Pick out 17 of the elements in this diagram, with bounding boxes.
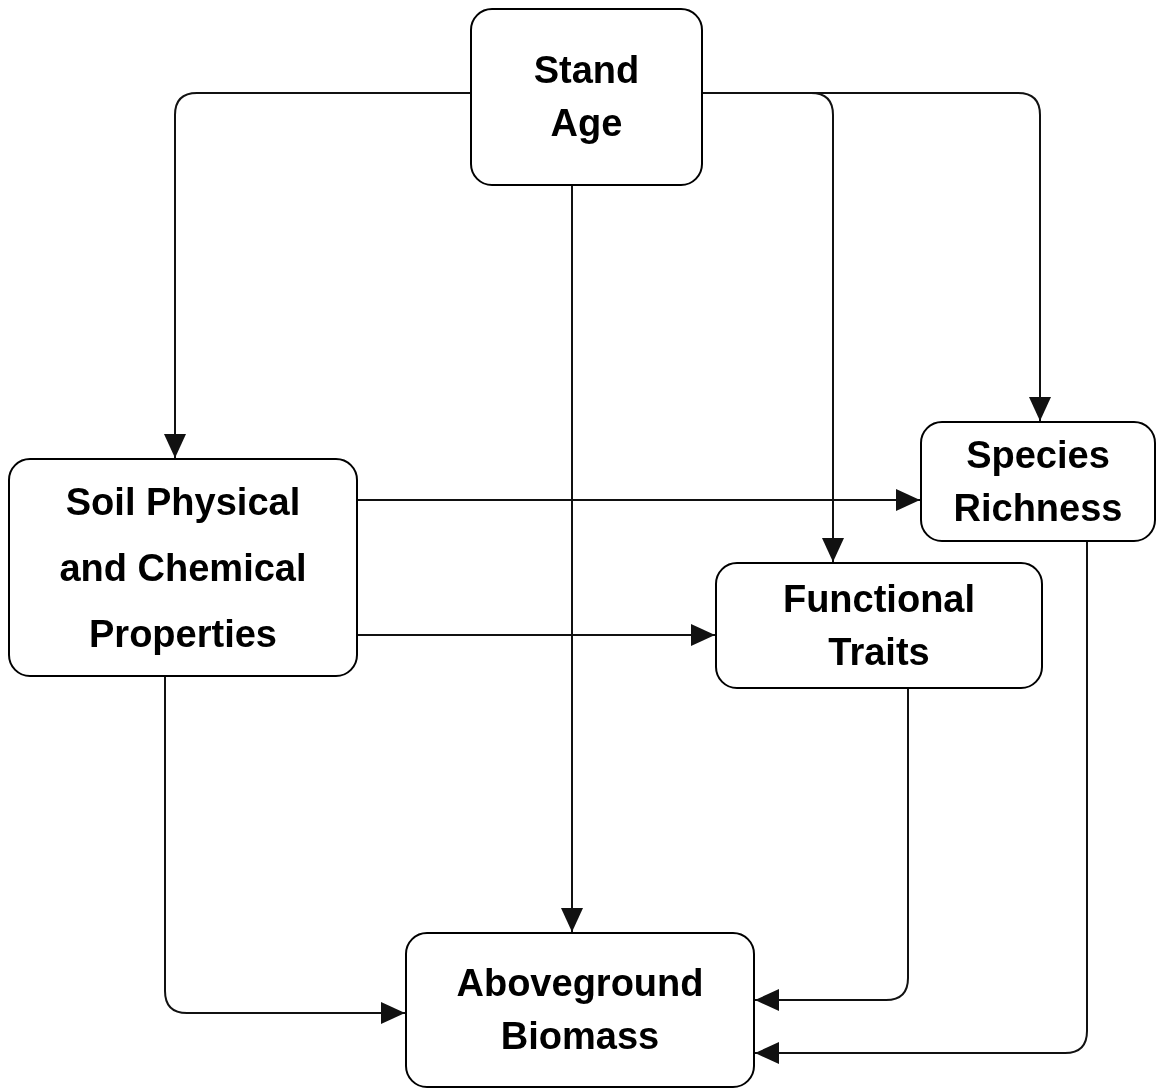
rounded-box [405, 932, 755, 1088]
rounded-box [920, 421, 1156, 542]
arrow [357, 624, 716, 646]
node-label: Stand Age [532, 48, 641, 146]
node-label: Soil Physical and Chemical Properties [58, 479, 308, 657]
rounded-box [715, 562, 1043, 689]
arrow [561, 185, 583, 933]
rounded-box [470, 8, 703, 186]
arrow [754, 688, 909, 1011]
arrow [164, 676, 406, 1024]
rounded-box [8, 458, 358, 677]
arrow [754, 541, 1088, 1064]
arrow [357, 489, 921, 511]
node-label: Aboveground Biomass [455, 961, 705, 1059]
node-label: Functional Traits [781, 576, 977, 675]
arrow [164, 92, 471, 459]
node-label: Species Richness [952, 432, 1124, 531]
